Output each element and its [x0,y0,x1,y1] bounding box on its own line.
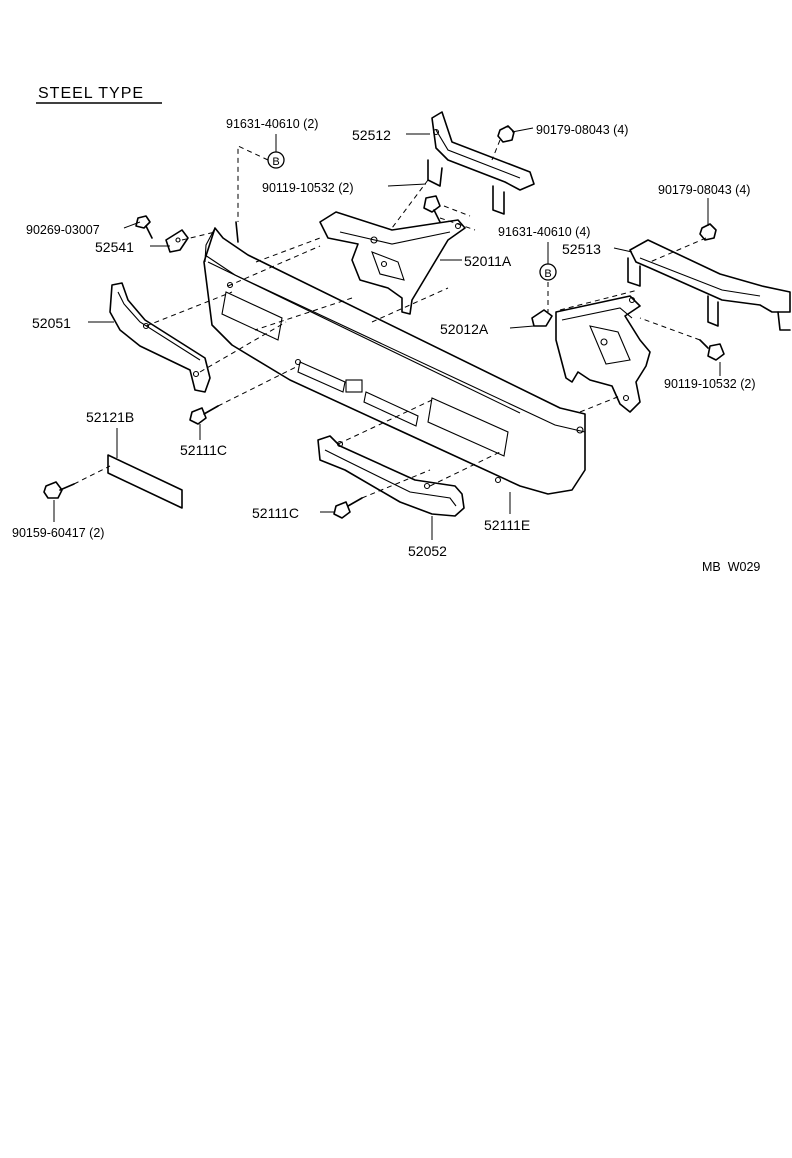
label-91631-left: 91631-40610 (2) [226,117,318,131]
label-52011A: 52011A [464,253,512,269]
label-90179-right: 90179-08043 (4) [658,183,750,197]
marker-b-left-text: B [272,156,279,168]
marker-b-right: B [539,263,557,281]
label-91631-right: 91631-40610 (4) [498,225,590,239]
bolt-90119-top [423,195,441,223]
label-90119-top: 90119-10532 (2) [262,181,354,195]
assembly-lines [73,139,707,499]
marker-b-left: B [267,151,285,169]
label-52111C-left: 52111C [180,442,227,458]
label-52012A: 52012A [440,321,489,337]
label-52512: 52512 [352,127,391,143]
part-52051-end-cap [109,282,211,393]
part-52121B-plate [107,454,183,509]
bolt-52111C-left [189,405,219,425]
label-90179-top: 90179-08043 (4) [536,123,628,137]
part-52011A-stay [319,211,466,315]
part-52513-bracket [627,239,791,331]
label-90159: 90159-60417 (2) [12,526,104,540]
clip-91631-left [235,221,239,243]
part-52052-apron [317,435,465,517]
bolt-52111C-bottom [333,497,363,519]
leader-lines [53,127,721,540]
part-52541-clip [165,229,189,253]
label-52051: 52051 [32,315,71,331]
label-52052: 52052 [408,543,447,559]
label-90269: 90269-03007 [26,223,100,237]
part-52012A-stay [555,295,651,413]
bolt-90119-right [699,339,725,361]
marker-b-right-text: B [544,268,551,280]
part-52512-bracket [427,111,535,215]
label-52121B: 52121B [86,409,134,425]
label-52513: 52513 [562,241,601,257]
bolt-90159-60417 [43,481,75,499]
diagram-title: STEEL TYPE [38,85,144,102]
label-52541: 52541 [95,239,134,255]
diagram-code: MB W029 [702,560,760,574]
nut-90179-top [497,125,515,143]
label-90119-right: 90119-10532 (2) [664,377,756,391]
label-52111E: 52111E [484,517,530,533]
bolt-90269-03007 [135,215,153,239]
nut-90179-right [699,223,717,241]
label-52111C-bottom: 52111C [252,505,299,521]
clip-91631-right [531,309,553,327]
bumper-bar [203,227,586,495]
